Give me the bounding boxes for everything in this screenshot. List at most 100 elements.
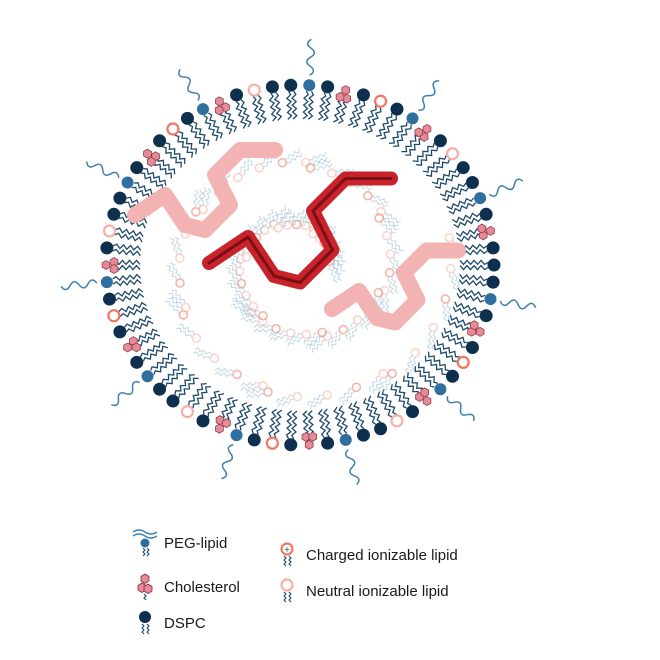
peg-chain xyxy=(499,299,537,310)
lipid-tail xyxy=(412,142,435,163)
inner-lipid xyxy=(169,236,185,263)
inner-lipid xyxy=(253,323,281,334)
dspc-head xyxy=(196,414,210,428)
dspc-head xyxy=(456,161,470,175)
inner-lipid-tail xyxy=(228,264,242,280)
lipid-tail xyxy=(307,90,315,120)
inner-lipid xyxy=(305,158,333,173)
inner-lipid-tail xyxy=(348,324,358,342)
shell-lipid xyxy=(456,287,497,306)
inner-lipid-tail xyxy=(333,257,345,272)
lipid-tail xyxy=(143,168,167,186)
cholesterol-ring xyxy=(132,342,141,353)
cholesterol-ring xyxy=(420,387,430,398)
lipid-tail xyxy=(290,410,298,440)
legend-label-cholesterol: Cholesterol xyxy=(164,578,240,596)
peg-chain xyxy=(221,443,234,480)
shell-lipid xyxy=(362,395,388,436)
inner-lipid-tail xyxy=(391,275,399,294)
peg-chain xyxy=(344,449,360,486)
dspc-head xyxy=(153,382,167,396)
inner-lipid xyxy=(214,366,242,380)
shell-lipid xyxy=(451,207,493,229)
cholesterol-ring xyxy=(335,91,345,102)
inner-lipid-tail xyxy=(174,236,183,254)
inner-lipid xyxy=(192,347,220,364)
inner-lipid-tail xyxy=(169,237,178,256)
lipid-tail xyxy=(362,397,377,425)
lipid-tail xyxy=(446,197,475,210)
inner-lipid-tail xyxy=(354,184,373,191)
inner-lipid-tail xyxy=(194,347,213,356)
dspc-head xyxy=(465,340,479,354)
lipid-tail xyxy=(459,264,489,271)
shell-lipid xyxy=(180,382,211,419)
shell-lipid xyxy=(317,408,335,450)
peg-chain xyxy=(85,161,120,179)
lipid-tail xyxy=(178,377,199,399)
lipid-tail xyxy=(268,408,277,438)
dspc-head xyxy=(247,433,261,447)
legend-label-dspc: DSPC xyxy=(164,614,206,632)
shell-lipid xyxy=(402,372,432,406)
dspc-head xyxy=(284,438,298,452)
dspc-head xyxy=(321,80,335,94)
inner-lipid-tail xyxy=(165,301,180,314)
inner-lipid xyxy=(382,230,404,254)
dspc-head xyxy=(113,191,127,205)
lipid-tail xyxy=(436,340,460,358)
cholesterol-ring xyxy=(422,396,432,406)
inner-lipid-tail xyxy=(313,158,332,167)
lipid-tail xyxy=(251,406,263,434)
lipid-tail xyxy=(114,232,143,243)
inner-lipid-tail xyxy=(166,265,177,281)
lipid-tail xyxy=(123,315,152,328)
dspc-head xyxy=(356,88,370,102)
inner-lipid-tail xyxy=(214,371,234,378)
lipid-tail xyxy=(390,384,408,409)
inner-lipid xyxy=(374,213,399,234)
inner-lipid-tail xyxy=(229,279,245,292)
lipid-tail xyxy=(112,278,142,287)
shell-lipid xyxy=(439,176,479,202)
inner-lipid-tail xyxy=(307,394,323,406)
lipid-tail xyxy=(352,101,366,128)
inner-lipid-head xyxy=(232,369,242,380)
shell-lipid xyxy=(422,147,460,177)
lipid-tail xyxy=(239,403,253,431)
inner-lipid-tail xyxy=(371,194,390,204)
inner-lipid-tail xyxy=(431,331,437,351)
lipid-tail xyxy=(115,292,145,303)
inner-lipid-tail xyxy=(360,310,368,329)
cholesterol-ring xyxy=(304,439,314,450)
lipid-tail xyxy=(118,216,146,229)
cholesterol-ring xyxy=(123,342,132,353)
cholesterol-ring xyxy=(478,230,488,241)
shell-lipid xyxy=(389,112,419,148)
lipid-tail xyxy=(348,402,360,431)
cholesterol-ring xyxy=(486,225,495,236)
lipid-tail xyxy=(317,409,327,439)
inner-lipid-head xyxy=(317,327,327,338)
peg-head xyxy=(197,103,209,116)
inner-lipid-tail xyxy=(339,387,353,402)
lipid-tail xyxy=(362,105,377,131)
lipid-tail xyxy=(192,121,210,146)
lipid-tail xyxy=(338,405,349,434)
inner-lipid-head xyxy=(378,368,389,379)
charged-head xyxy=(456,355,470,369)
dspc-head xyxy=(433,134,447,148)
cholesterol-ring xyxy=(422,124,432,134)
inner-lipid xyxy=(240,380,268,392)
inner-lipid-tail xyxy=(390,237,404,251)
inner-lipid-tail xyxy=(240,385,260,392)
inner-lipid-tail xyxy=(241,160,253,177)
lipid-tail xyxy=(140,172,164,190)
lipid-tail xyxy=(112,248,141,257)
inner-lipid xyxy=(166,262,185,288)
cholesterol-ring xyxy=(475,326,485,337)
inner-lipid-tail xyxy=(277,398,295,408)
inner-lipid-tail xyxy=(383,218,399,231)
shell-lipid xyxy=(401,124,432,156)
dspc-head xyxy=(390,102,404,116)
